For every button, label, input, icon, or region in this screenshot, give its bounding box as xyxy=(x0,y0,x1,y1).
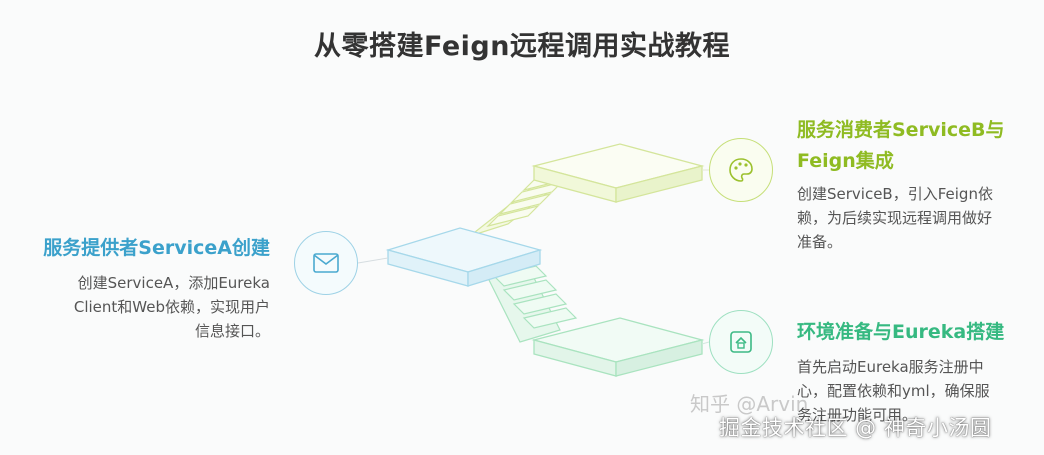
watermark-juejin: 掘金技术社区 @ 神奇小汤圆 xyxy=(719,416,992,440)
heading-line: Feign集成 xyxy=(797,150,894,172)
body-line: 创建ServiceB，引入Feign依 xyxy=(797,185,993,203)
body-line: 务注册功能可用。 xyxy=(797,406,918,424)
envelope-icon xyxy=(294,231,358,295)
body-line: Client和Web依赖，实现用户 xyxy=(73,298,270,316)
middle-platform xyxy=(385,227,543,287)
heading-line: 服务消费者ServiceB与 xyxy=(797,119,1005,141)
top-platform xyxy=(531,143,705,203)
palette-icon xyxy=(709,138,773,202)
body-line: 信息接口。 xyxy=(194,322,270,340)
step-body-eureka: 首先启动Eureka服务注册中 心，配置依赖和yml，确保服 务注册功能可用。 xyxy=(797,355,1029,427)
page-title: 从零搭建Feign远程调用实战教程 xyxy=(314,31,730,62)
body-line: 心，配置依赖和yml，确保服 xyxy=(797,382,990,400)
watermark-zhihu: 知乎 @Arvin xyxy=(690,392,809,416)
step-body-serviceb: 创建ServiceB，引入Feign依 赖，为后续实现远程调用做好 准备。 xyxy=(797,182,1029,254)
home-icon xyxy=(709,310,773,374)
body-line: 赖，为后续实现远程调用做好 xyxy=(797,209,993,227)
step-heading-serviceb: 服务消费者ServiceB与 Feign集成 xyxy=(797,115,1027,177)
step-heading-servicea: 服务提供者ServiceA创建 xyxy=(43,237,270,259)
bottom-platform xyxy=(531,317,705,377)
body-line: 准备。 xyxy=(797,233,843,251)
step-heading-eureka: 环境准备与Eureka搭建 xyxy=(797,321,1005,343)
body-line: 首先启动Eureka服务注册中 xyxy=(797,358,984,376)
step-body-servicea: 创建ServiceA，添加Eureka Client和Web依赖，实现用户 信息… xyxy=(20,271,270,343)
body-line: 创建ServiceA，添加Eureka xyxy=(77,274,270,292)
